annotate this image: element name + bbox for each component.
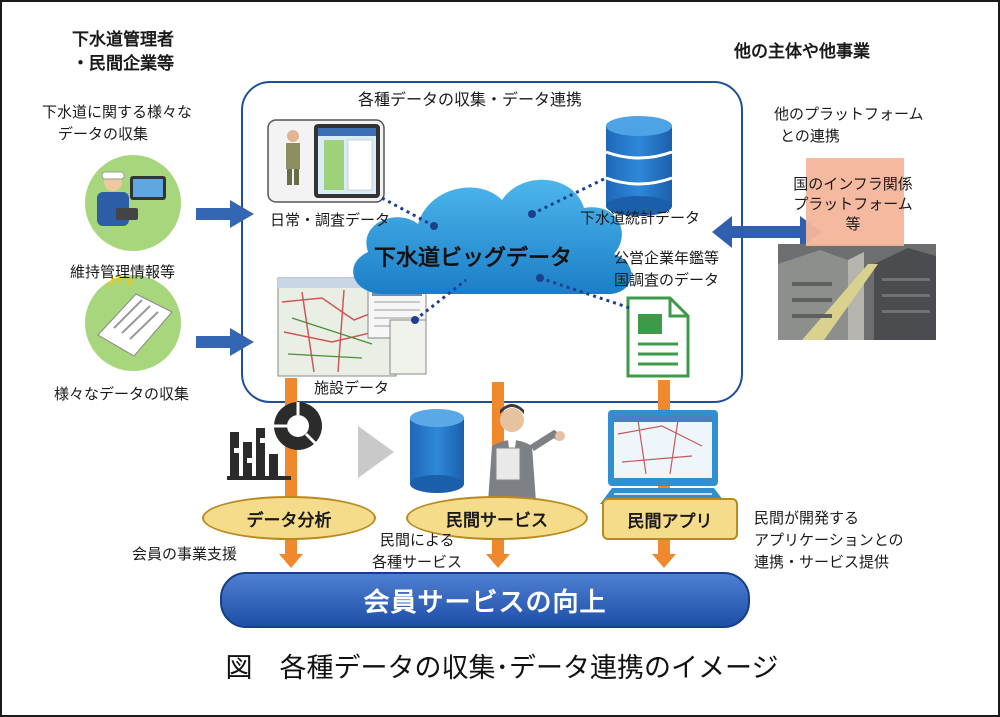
platform-label-box xyxy=(806,158,904,246)
dev-label-line3: 連携・サービス提供 xyxy=(754,553,890,571)
right-header: 他の主体や他事業 xyxy=(734,42,870,62)
figure-caption: 図 各種データの収集･データ連携のイメージ xyxy=(225,653,779,684)
input-arrow-top xyxy=(196,200,254,228)
hub-title: 各種データの収集・データ連携 xyxy=(358,90,583,109)
facility-label: 施設データ xyxy=(314,379,390,397)
app-box: 民間アプリ xyxy=(602,498,738,540)
computer-monitor-icon xyxy=(600,410,726,504)
dev-label-line1: 民間が開発する xyxy=(754,509,860,527)
member-service-banner: 会員サービスの向上 xyxy=(220,572,750,628)
bar-chart-icon xyxy=(227,428,291,480)
dev-label-line2: アプリケーションとの xyxy=(754,531,904,549)
left-header-line1: 下水道管理者 xyxy=(72,30,174,50)
pie-chart-icon xyxy=(274,402,322,450)
city-3d-icon xyxy=(778,244,936,340)
cloud-icon xyxy=(353,179,632,295)
play-arrow-icon xyxy=(358,426,394,478)
big-data-title: 下水道ビッグデータ xyxy=(374,246,573,271)
platform-box-line3: 等 xyxy=(845,215,861,233)
spreadsheet-doc-icon xyxy=(626,296,690,378)
daily-survey-label: 日常・調査データ xyxy=(270,211,391,229)
private-service-line1: 民間による xyxy=(380,531,455,549)
service-oval: 民間サービス xyxy=(406,496,588,540)
document-icon xyxy=(85,275,181,371)
private-service-line2: 各種サービス xyxy=(372,553,463,571)
various-label-line2: データの収集 xyxy=(58,125,149,143)
cylinder-database-icon xyxy=(410,409,464,493)
analysis-label: データ分析 xyxy=(246,510,332,531)
platform-box-line1: 国のインフラ関係 xyxy=(793,175,913,193)
database-icon xyxy=(605,116,673,216)
input-arrow-bottom xyxy=(196,328,254,356)
member-support-label: 会員の事業支援 xyxy=(132,545,238,563)
analysis-oval: データ分析 xyxy=(202,496,376,540)
left-header-line2: ・民間企業等 xyxy=(72,54,174,74)
various-label-line1: 下水道に関する様々な xyxy=(42,103,193,121)
maintenance-info-label: 維持管理情報等 xyxy=(70,263,176,281)
yearbook-label-line2: 国調査のデータ xyxy=(614,271,720,289)
survey-tablet-icon xyxy=(267,119,385,203)
various-data-label: 様々なデータの収集 xyxy=(54,385,190,403)
platform-label-line2: との連携 xyxy=(780,127,840,145)
platform-label-line1: 他のプラットフォーム xyxy=(774,105,924,123)
yearbook-label-line1: 公営企業年鑑等 xyxy=(614,249,720,267)
banner-label: 会員サービスの向上 xyxy=(363,587,607,618)
inspector-tablet-icon xyxy=(85,155,181,251)
app-label: 民間アプリ xyxy=(627,511,713,532)
connector-dots xyxy=(411,210,544,324)
statistics-label: 下水道統計データ xyxy=(580,209,701,227)
service-label: 民間サービス xyxy=(446,510,548,531)
businessman-icon xyxy=(488,404,565,502)
platform-box-line2: プラットフォーム xyxy=(793,195,913,213)
data-connectors xyxy=(381,176,631,322)
